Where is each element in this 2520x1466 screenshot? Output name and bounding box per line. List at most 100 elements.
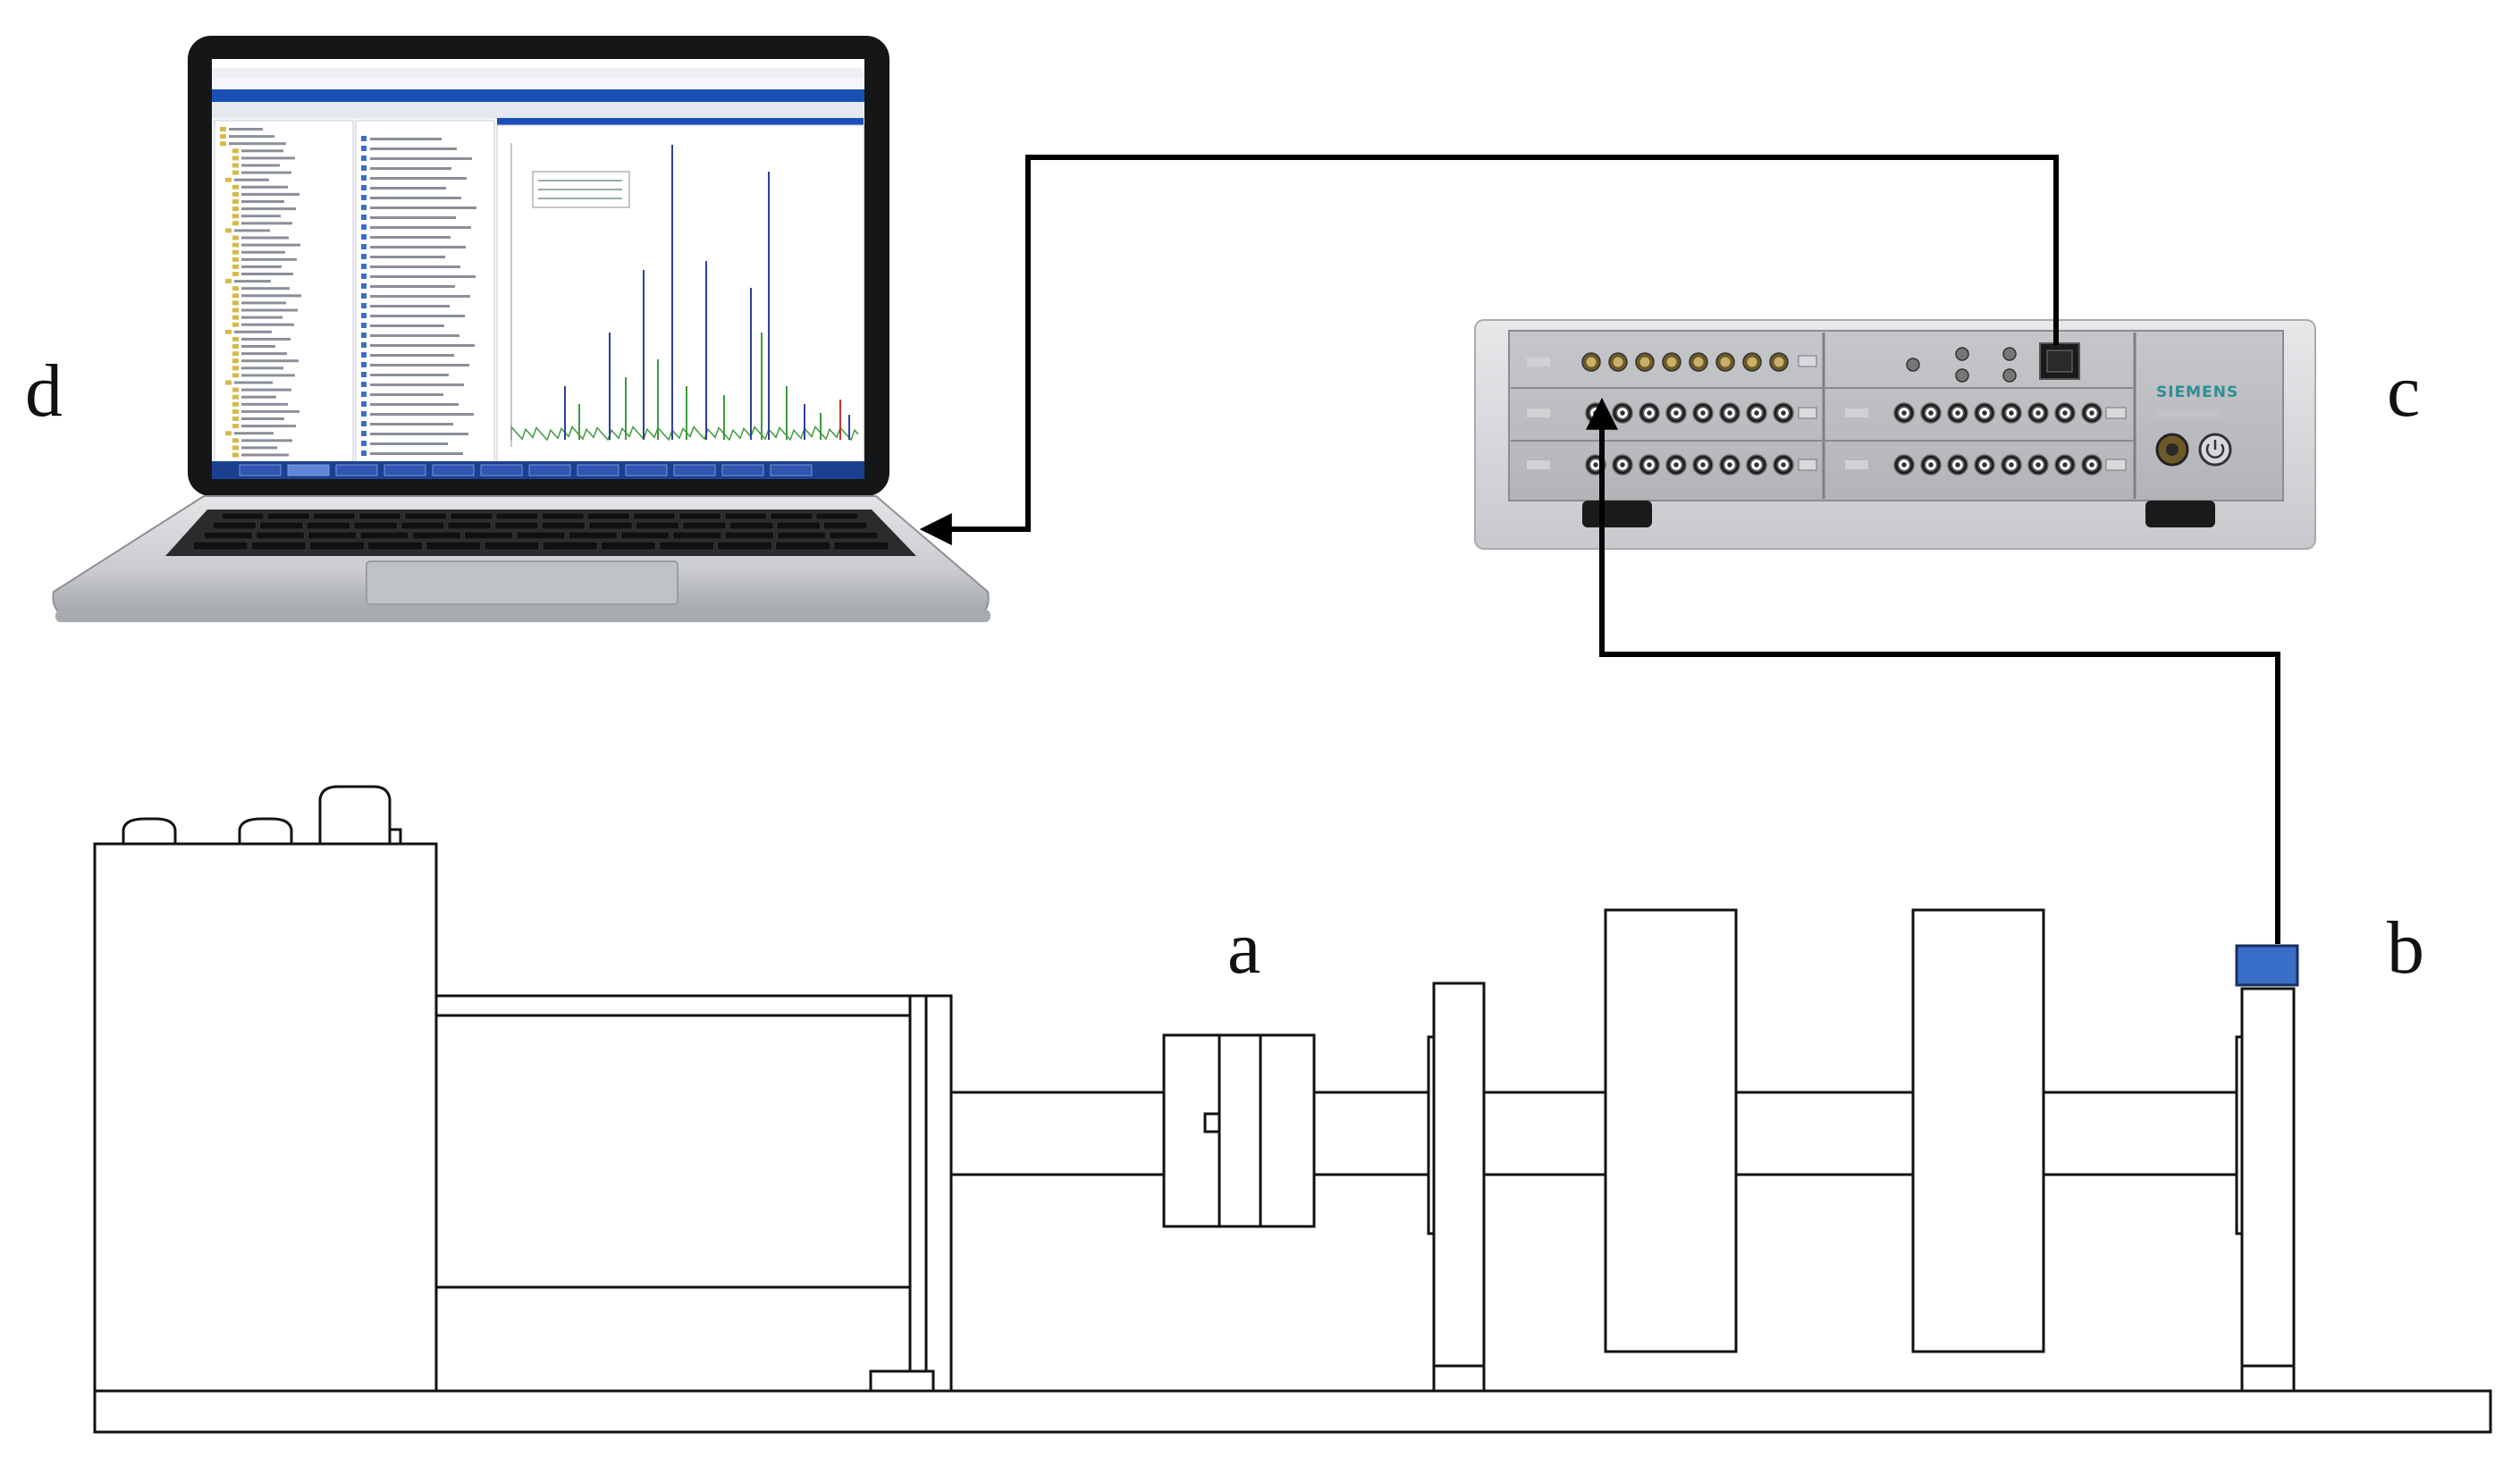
bnc-connector — [1920, 402, 1942, 424]
laptop-front-edge — [55, 610, 990, 622]
keyboard-key — [494, 521, 539, 530]
list-item-icon — [361, 205, 367, 210]
taskbar-item — [480, 464, 523, 476]
list-item-text — [370, 374, 449, 376]
tree-item-text — [241, 352, 287, 356]
keyboard-key — [588, 521, 633, 530]
tree-folder-icon — [232, 344, 239, 349]
tree-folder-icon — [232, 358, 239, 364]
bnc-connector — [1692, 402, 1714, 424]
tree-item-text — [241, 417, 284, 420]
bnc-connector — [2001, 454, 2022, 476]
tree-item-text — [241, 207, 296, 211]
tree-folder-icon — [232, 315, 239, 320]
screen-plot-header — [497, 118, 864, 125]
keyboard-key — [541, 521, 586, 530]
base-plate — [93, 1389, 2492, 1434]
gold-connector — [1742, 352, 1762, 372]
tree-item-text — [241, 308, 298, 312]
channel-tag — [1798, 459, 1817, 471]
tree-folder-icon — [232, 452, 239, 458]
tree-folder-icon — [232, 445, 239, 451]
tree-item-text — [241, 171, 291, 174]
list-item-icon — [361, 303, 367, 308]
gold-connector — [1635, 352, 1655, 372]
tree-item-text — [241, 409, 299, 413]
taskbar-item — [335, 464, 378, 476]
keyboard-key — [541, 512, 585, 520]
bnc-connector — [1893, 454, 1915, 476]
tree-item-text — [241, 185, 288, 189]
keyboard-key — [823, 521, 868, 530]
list-item-text — [370, 334, 459, 337]
row-label-plate — [1527, 409, 1550, 417]
label-b: b — [2387, 906, 2424, 990]
motor-extension — [434, 994, 924, 1017]
keyboard-key — [776, 531, 827, 540]
keyboard-key — [620, 531, 670, 540]
keyboard-key — [358, 512, 401, 520]
daq-status-leds — [2154, 409, 2222, 418]
keyboard-key — [586, 512, 630, 520]
bnc-connector — [1947, 402, 1968, 424]
keyboard-key — [724, 531, 774, 540]
tree-item-text — [241, 345, 275, 348]
tree-folder-icon — [225, 279, 232, 284]
aux-socket — [1955, 347, 1969, 361]
list-items — [361, 136, 476, 456]
aux-socket — [1906, 358, 1920, 372]
bnc-connector — [1974, 454, 1995, 476]
list-item-text — [370, 423, 453, 425]
keyboard-key — [447, 521, 492, 530]
keyboard-key — [815, 512, 859, 520]
keyboard-key — [367, 541, 424, 551]
tree-items — [220, 127, 301, 458]
motor-flange — [908, 994, 928, 1393]
tree-item-text — [241, 200, 284, 203]
list-item-text — [370, 236, 451, 239]
aux-socket — [1955, 368, 1969, 383]
list-item-icon — [361, 274, 367, 279]
shaft-coupling — [1162, 1033, 1316, 1228]
tree-item-text — [234, 432, 274, 435]
tree-folder-icon — [220, 141, 226, 147]
bnc-connector — [2081, 454, 2103, 476]
list-item-icon — [361, 352, 367, 358]
gold-connector — [1769, 352, 1789, 372]
list-item-icon — [361, 136, 367, 141]
list-item-icon — [361, 165, 367, 171]
tree-item-text — [241, 265, 282, 268]
tree-folder-icon — [232, 387, 239, 392]
tree-folder-icon — [232, 221, 239, 226]
tree-item-text — [241, 425, 296, 428]
vibration-sensor — [2235, 944, 2299, 987]
bnc-connector — [1920, 454, 1942, 476]
keyboard-key — [672, 531, 722, 540]
row-label-plate — [1527, 358, 1550, 366]
laptop — [52, 36, 990, 622]
gold-connector — [1689, 352, 1708, 372]
screen-toolbar — [212, 102, 864, 118]
list-item-text — [370, 167, 451, 170]
gold-connector — [1662, 352, 1681, 372]
tree-folder-icon — [225, 380, 232, 385]
bearing-support-right — [2235, 987, 2296, 1393]
keyboard-key — [255, 531, 306, 540]
list-item-icon — [361, 264, 367, 269]
bnc-connector — [2027, 454, 2049, 476]
list-item-icon — [361, 333, 367, 338]
bnc-connector — [2027, 402, 2049, 424]
gold-connector — [1608, 352, 1628, 372]
list-item-icon — [361, 421, 367, 426]
tree-item-text — [241, 388, 291, 392]
list-item-icon — [361, 323, 367, 328]
daq-brand-logo: SIEMENS — [2156, 383, 2238, 401]
keyboard-key — [682, 521, 727, 530]
tree-item-text — [241, 294, 301, 298]
taskbar-item — [239, 464, 282, 476]
list-item-icon — [361, 342, 367, 348]
tree-item-text — [229, 142, 286, 146]
trackpad — [366, 560, 678, 605]
screen-ribbon — [212, 89, 864, 102]
list-item-icon — [361, 283, 367, 289]
